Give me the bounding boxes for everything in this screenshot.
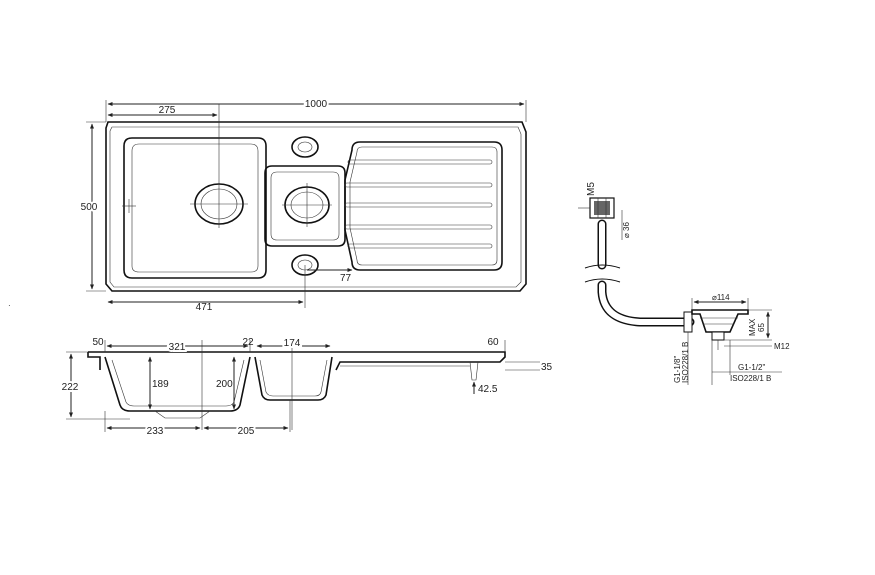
- dim-left-base: 233: [147, 426, 164, 437]
- dim-bowl-width: 321: [169, 342, 186, 353]
- dim-total-height: 222: [62, 382, 79, 393]
- dim-drainer-lip: 42.5: [478, 384, 498, 395]
- dim-gap: 22: [242, 337, 254, 348]
- dim-bowl-center: 275: [159, 105, 176, 116]
- label-outlet-std: ISO228/1 B: [681, 342, 690, 383]
- dim-height: 500: [81, 202, 98, 213]
- dim-width: 1000: [305, 99, 328, 110]
- label-thread-top: M5: [586, 182, 597, 196]
- waste-kit: M5 ⌀ 36 ⌀114 MAX 65: [578, 182, 790, 385]
- drainer-grooves: [344, 159, 493, 249]
- dim-small-bowl: 174: [284, 338, 301, 349]
- section-rim: [87, 351, 506, 371]
- overflow-head: [578, 197, 615, 219]
- main-bowl: [123, 137, 267, 279]
- section-small-bowl: [254, 356, 333, 401]
- section-view: 50 321 22 174 60 222 189 200 42.5 35 233…: [60, 336, 553, 439]
- label-outlet-thread: G1-1/8": [673, 356, 682, 383]
- dim-rim: 50: [92, 337, 104, 348]
- tap-hole-top: [291, 136, 319, 158]
- label-max-value: 65: [757, 323, 766, 332]
- label-basket-std: ISO228/1 B: [730, 374, 771, 383]
- dim-drainer-height: 35: [541, 362, 553, 373]
- label-tube-dia: ⌀ 36: [622, 222, 631, 238]
- dim-bowl-depth: 189: [152, 379, 169, 390]
- label-basket-thread: G1-1/2": [738, 363, 765, 372]
- dim-waste-offset: 471: [196, 302, 213, 313]
- label-bolt: M12: [774, 342, 790, 351]
- svg-text:·: ·: [8, 301, 11, 310]
- dim-small-depth: 200: [216, 379, 233, 390]
- top-view: 1000 275 500 471 77 ·: [8, 97, 527, 313]
- dim-small-offset: 77: [340, 273, 352, 284]
- section-main-bowl: [104, 356, 251, 412]
- drainer: [344, 141, 503, 271]
- label-max: MAX: [748, 318, 757, 336]
- label-basket-dia: ⌀114: [712, 293, 730, 302]
- dim-right-base: 205: [238, 426, 255, 437]
- dim-drainer-end: 60: [487, 337, 499, 348]
- overflow-hose: [584, 219, 695, 327]
- small-bowl: [264, 165, 346, 247]
- sink-outline: [105, 121, 527, 292]
- basket-strainer: [683, 309, 749, 350]
